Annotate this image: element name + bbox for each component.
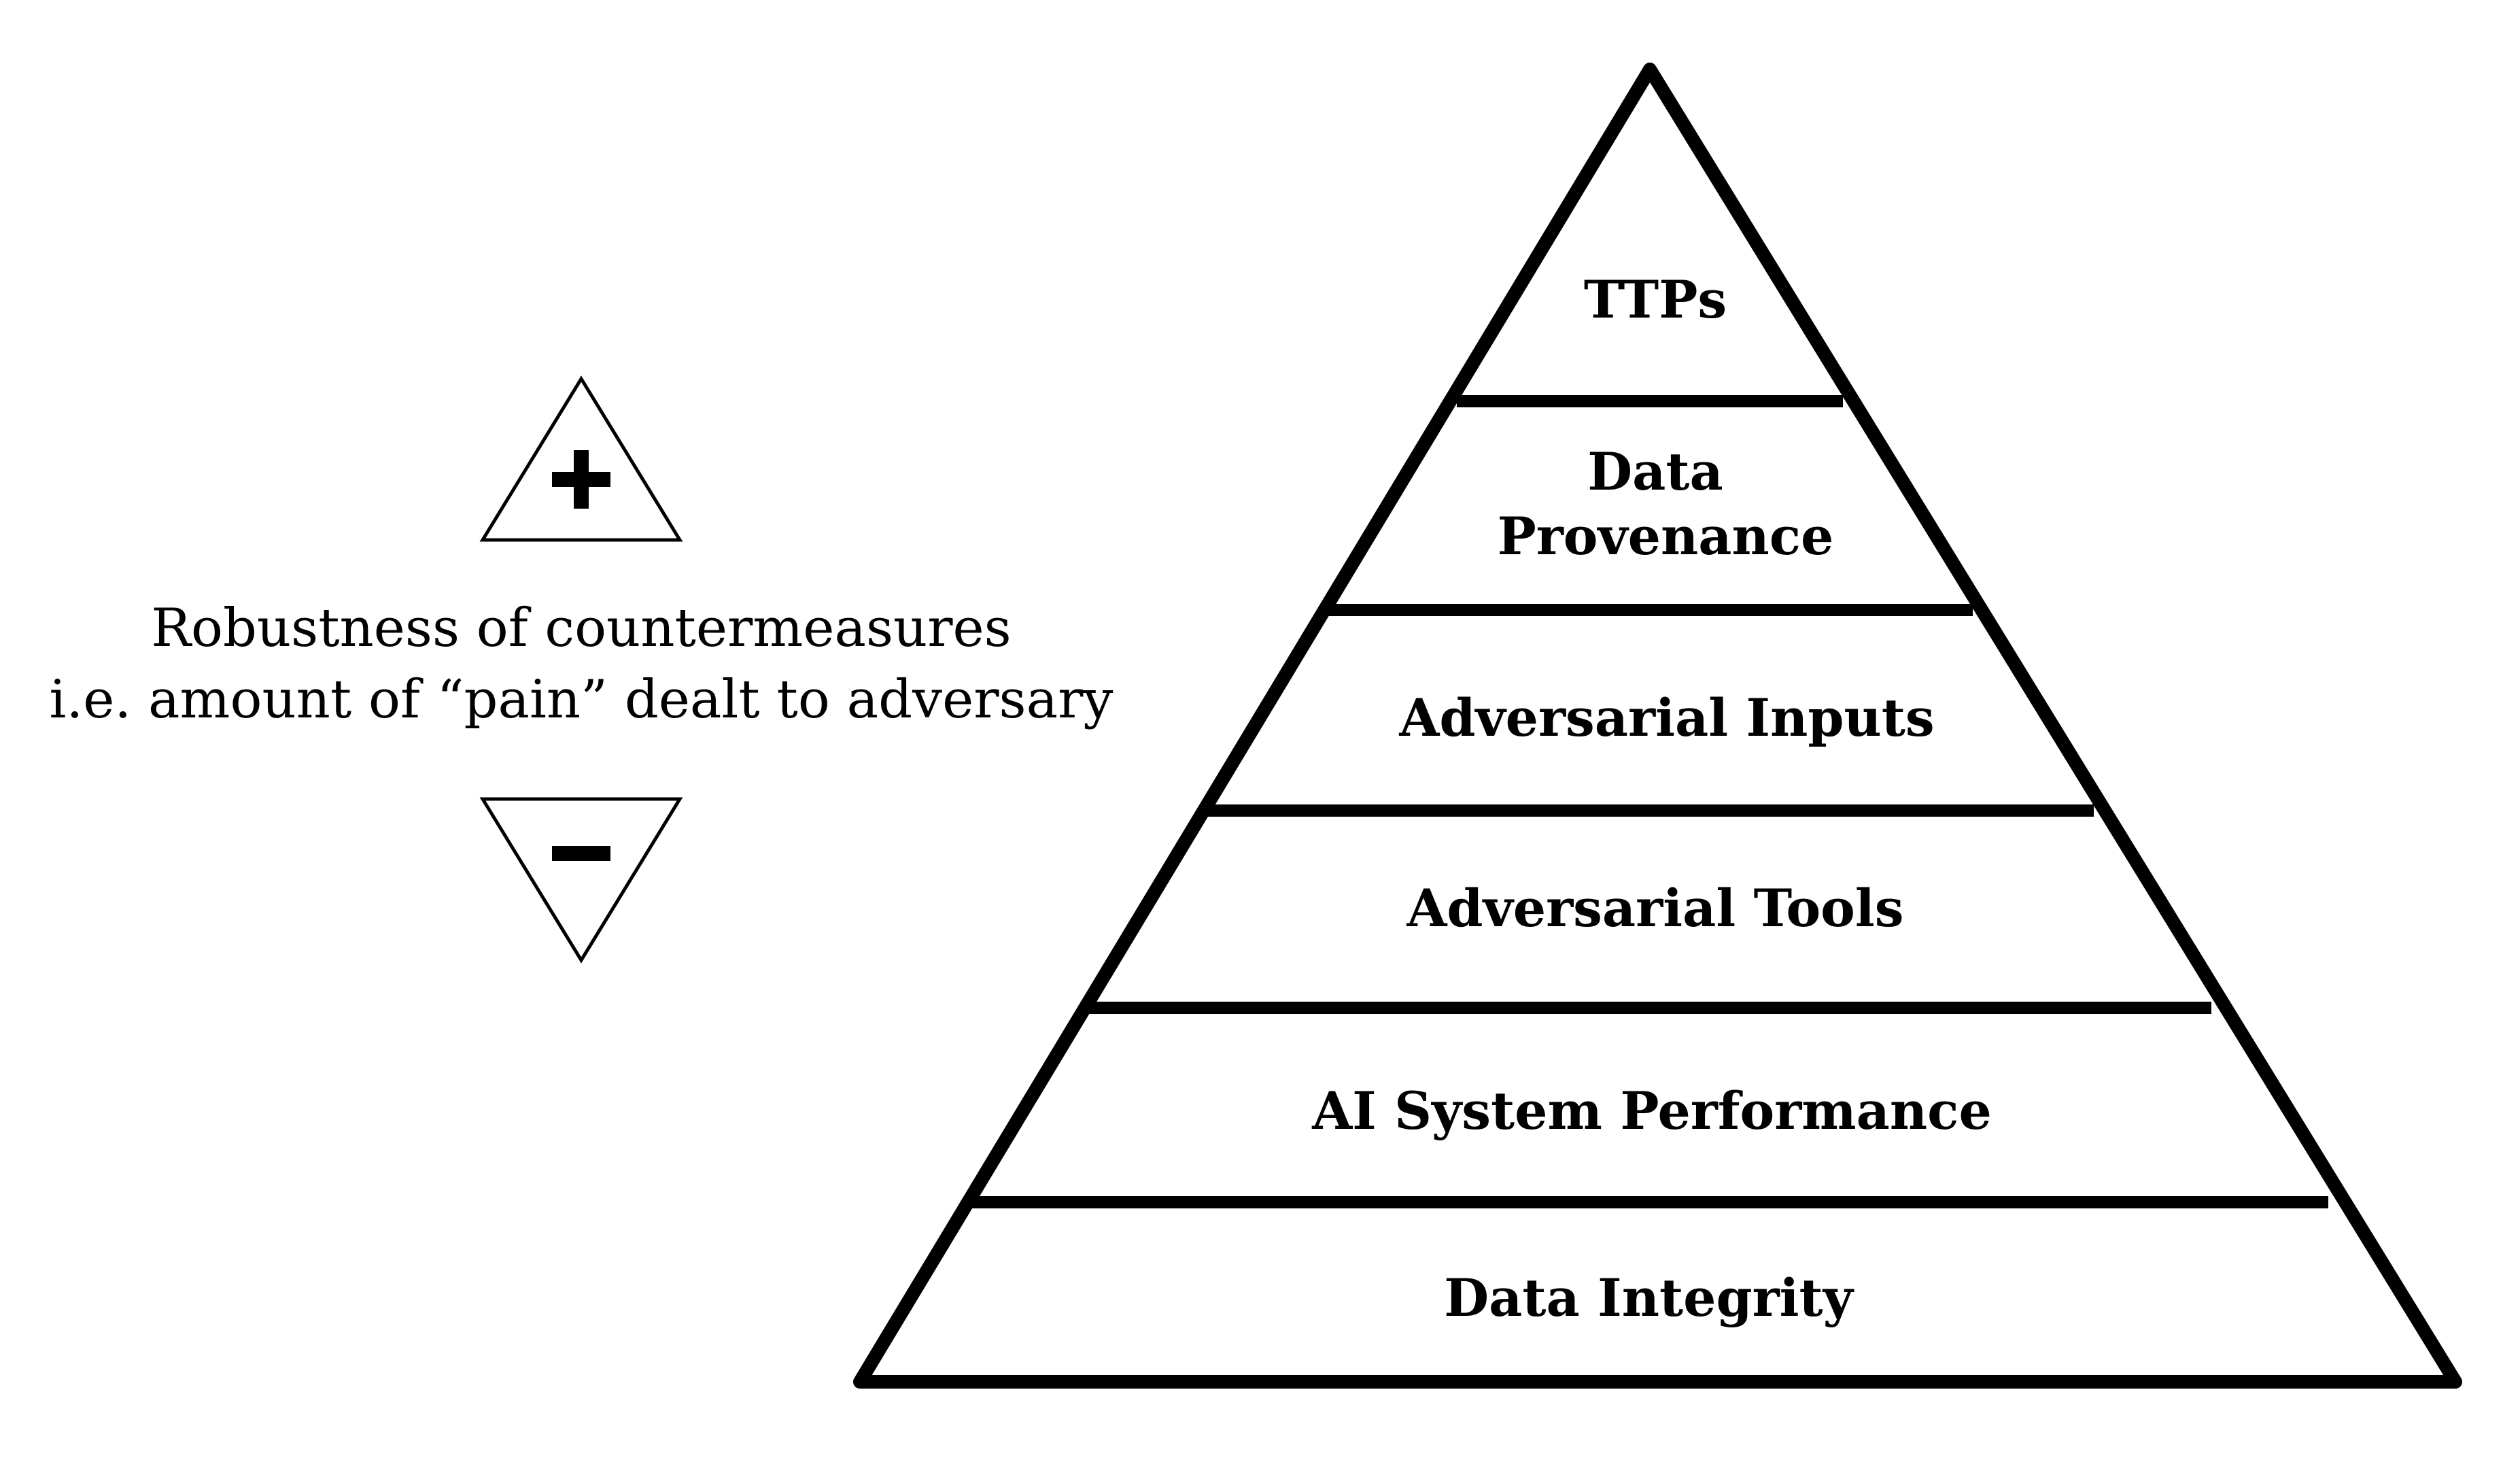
tier-label: Data [1587,441,1723,502]
tier-ai-system-performance: AI System Performance [1311,1081,1992,1141]
tier-label: Adversarial Inputs [1398,687,1934,748]
pyramid-outline [853,63,2462,1389]
decrease-indicator [479,797,683,964]
tier-label: Provenance [1498,506,1834,566]
plus-icon [552,450,610,509]
minus-icon [552,846,610,861]
tier-ttps: TTPs [1584,269,1727,330]
tier-adversarial-tools: Adversarial Tools [1406,878,1903,938]
down-triangle-icon [479,797,683,964]
tier-data-provenance: Data Provenance [1498,441,1834,566]
tier-label: Adversarial Tools [1406,878,1903,938]
tier-adversarial-inputs: Adversarial Inputs [1398,687,1934,748]
tier-dividers [971,395,2328,1208]
axis-caption-line-1: Robustness of countermeasures [151,598,1011,659]
tier-label: AI System Performance [1311,1081,1992,1141]
tier-label: TTPs [1584,269,1727,330]
axis-caption-line-2: i.e. amount of “pain” dealt to adversary [50,669,1114,730]
tier-label: Data Integrity [1444,1268,1854,1328]
increase-indicator [479,375,683,542]
tier-data-integrity: Data Integrity [1444,1268,1854,1328]
